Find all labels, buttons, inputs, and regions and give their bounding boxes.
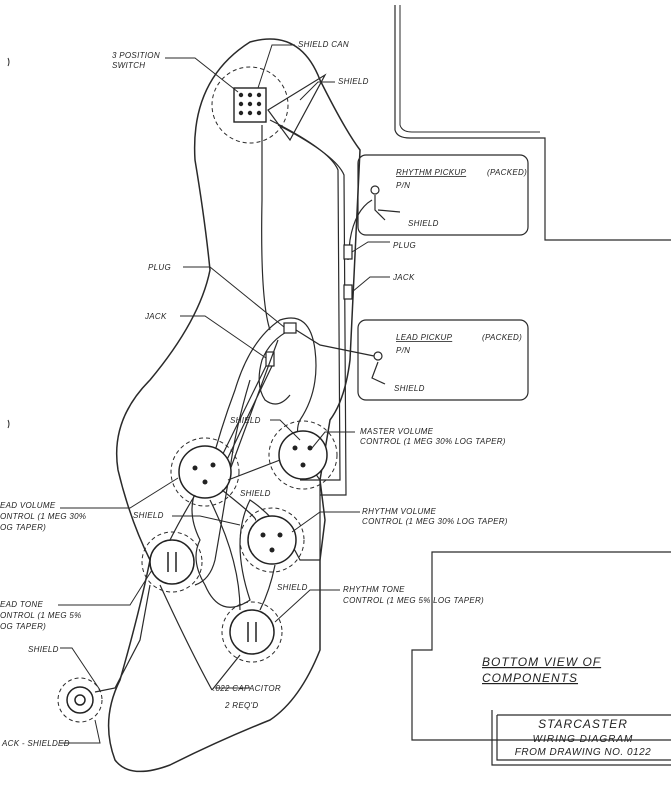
- lead-tone-label-1: EAD TONE: [0, 600, 44, 609]
- rhythm-pickup-wire: [347, 199, 373, 261]
- switch-label-line2: SWITCH: [112, 61, 145, 70]
- switch-terminals: [238, 92, 262, 116]
- title-drawing-number: FROM DRAWING NO. 0122: [515, 747, 651, 758]
- page-border-top: [394, 5, 671, 241]
- rhythm-pickup-packed: (PACKED): [487, 168, 527, 177]
- jack-leader-right: [351, 276, 390, 293]
- rhythm-pickup-pn: P/N: [396, 181, 410, 190]
- pot-interconnect: [159, 459, 281, 691]
- output-jack-center: [74, 694, 86, 706]
- title-starcaster: STARCASTER: [538, 717, 628, 731]
- switch-label-line1: 3 POSITION: [112, 51, 160, 60]
- output-jack-wire: [94, 584, 151, 693]
- switch-shield-can: [211, 66, 289, 144]
- jack-connector-left: [265, 351, 275, 367]
- margin-mark-2: [7, 419, 10, 429]
- switch-shield-wrap: [267, 73, 327, 142]
- pot-rhythm-tone: [221, 601, 283, 663]
- master-volume-label-1: MASTER VOLUME: [360, 427, 434, 436]
- plug-leader-left: [183, 266, 285, 328]
- lead-volume-label-2: ONTROL (1 MEG 30%: [0, 512, 86, 521]
- lead-pickup-packed: (PACKED): [482, 333, 522, 342]
- rhythm-pickup-box: [357, 154, 529, 236]
- rhythm-tone-label-2: CONTROL (1 MEG 5% LOG TAPER): [343, 596, 484, 605]
- lead-tone-label-2: ONTROL (1 MEG 5%: [0, 611, 82, 620]
- rhythm-pickup-label: RHYTHM PICKUP: [396, 168, 466, 177]
- switch-cable-3: [277, 124, 347, 496]
- leader-lines: [58, 44, 360, 744]
- switch-cable-2: [261, 125, 271, 331]
- jack-shielded-label: ACK - SHIELDED: [1, 739, 70, 748]
- jack-leader-left: [180, 315, 267, 359]
- lead-volume-label-1: EAD VOLUME: [0, 501, 56, 510]
- pot-lead-tone: [141, 531, 203, 593]
- lead-pickup-pn: P/N: [396, 346, 410, 355]
- rhythm-tone-label-1: RHYTHM TONE: [343, 585, 405, 594]
- lead-tone-label-3: OG TAPER): [0, 622, 46, 631]
- lead-pickup-terminal: [373, 351, 383, 361]
- plug-connector-right: [343, 244, 353, 260]
- capacitor-label-1: .022 CAPACITOR: [213, 684, 281, 693]
- output-jack-shield: [57, 677, 103, 723]
- pot-master-volume: [268, 420, 338, 490]
- wire-bundle-left: [214, 339, 279, 471]
- rhythm-pickup-lead: [374, 195, 401, 221]
- master-volume-label-2: CONTROL (1 MEG 30% LOG TAPER): [360, 437, 506, 446]
- lead-pickup-shield: SHIELD: [394, 384, 425, 393]
- shield-can-label: SHIELD CAN: [298, 40, 349, 49]
- shield-master-label: SHIELD: [230, 416, 261, 425]
- electronics-cavity: [191, 317, 321, 608]
- rhythm-volume-label-2: CONTROL (1 MEG 30% LOG TAPER): [362, 517, 508, 526]
- plug-leader-right: [351, 241, 390, 253]
- plug-label-right: PLUG: [393, 241, 416, 250]
- lead-pickup-label: LEAD PICKUP: [396, 333, 453, 342]
- rhythm-volume-label-1: RHYTHM VOLUME: [362, 507, 436, 516]
- shield-jack-label: SHIELD: [28, 645, 59, 654]
- plug-label-left: PLUG: [148, 263, 171, 272]
- jack-label-right: JACK: [392, 273, 415, 282]
- bottom-view-line2: COMPONENTS: [482, 671, 578, 685]
- pot-rhythm-volume: [239, 507, 305, 573]
- rhythm-pickup-shield: SHIELD: [408, 219, 439, 228]
- pot-lead-volume: [170, 437, 240, 507]
- lead-pickup-wire: [295, 329, 375, 357]
- lead-pickup-lead: [371, 361, 386, 385]
- lead-volume-label-3: OG TAPER): [0, 523, 46, 532]
- shield-tone-label: SHIELD: [277, 583, 308, 592]
- title-block-frame: [491, 710, 671, 766]
- page-border-top-inner: [399, 5, 540, 133]
- switch-shield-label: SHIELD: [338, 77, 369, 86]
- margin-mark-1: [7, 57, 10, 67]
- shield-mid-label: SHIELD: [240, 489, 271, 498]
- f-hole: [194, 329, 291, 586]
- title-wiring-diagram: WIRING DIAGRAM: [533, 734, 634, 745]
- capacitor-label-2: 2 REQ'D: [224, 701, 258, 710]
- rhythm-pickup-terminal: [370, 185, 380, 195]
- jack-connector-right: [343, 284, 353, 300]
- lead-pickup-box: [357, 319, 529, 401]
- plug-connector-left: [283, 322, 297, 334]
- shield-left-label: SHIELD: [133, 511, 164, 520]
- page-border-right-step: [411, 551, 671, 741]
- jack-label-left: JACK: [144, 312, 167, 321]
- bottom-view-line1: BOTTOM VIEW OF: [482, 655, 601, 669]
